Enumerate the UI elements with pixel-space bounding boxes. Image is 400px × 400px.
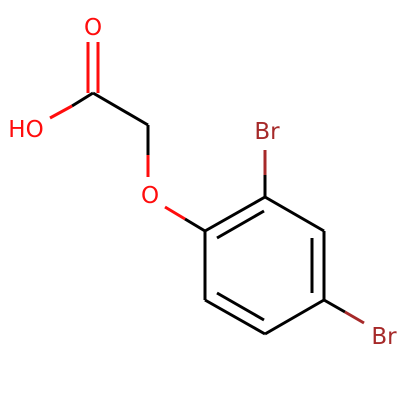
bond-c-ch2 [92, 91, 149, 127]
atom-labels: O HO O Br Br [8, 15, 397, 350]
bond-ring-c4-c5 [264, 298, 325, 336]
bond-ring-c5-c6-inner [216, 291, 265, 322]
bond-c4-br-bromine-half [344, 310, 365, 325]
bond-c4-br-carbon-half [323, 298, 346, 314]
bonds [49, 42, 365, 336]
bond-o-aryl-carbon-half [184, 217, 206, 233]
atom-label-ether-oxygen: O [141, 183, 159, 209]
atom-label-bromine-para: Br [371, 324, 397, 350]
bond-o-aryl-oxygen-half [164, 205, 186, 221]
bond-ring-c1-c2 [204, 195, 266, 233]
bond-ring-c5-c6 [204, 298, 266, 336]
bond-ring-c2-c3 [264, 195, 325, 233]
bond-c-oh-carbon-half [71, 91, 94, 108]
bond-c-oh-oxygen-half [49, 104, 73, 120]
atom-label-hydroxyl: HO [8, 117, 43, 143]
atom-label-bromine-ortho: Br [254, 119, 280, 145]
bond-ring-c1-c2-inner [216, 209, 265, 240]
atom-label-carbonyl-oxygen: O [84, 15, 102, 41]
